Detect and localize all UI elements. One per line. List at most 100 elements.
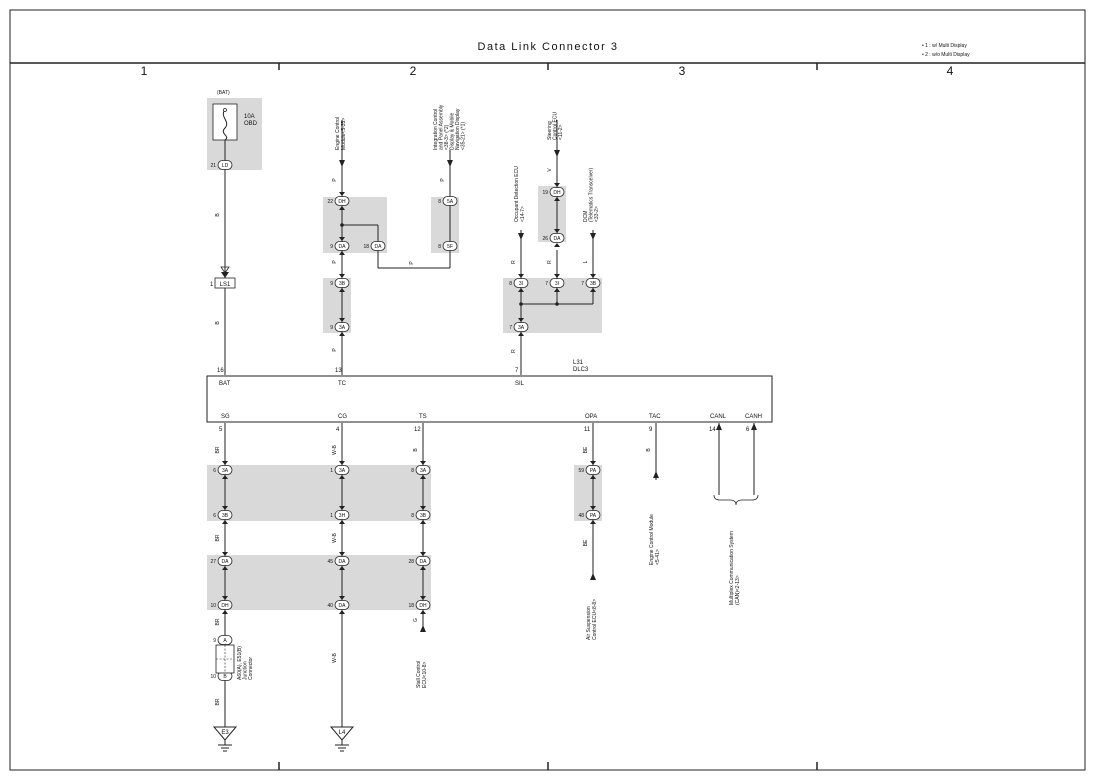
connector-pin: 5F8 [438,241,458,251]
connector-number: 7 [545,281,548,287]
svg-text:10A: 10A [244,114,255,120]
connector-code: PA [590,513,597,519]
connector-pin: 3A1 [330,461,350,479]
connector-code: DA [554,236,562,242]
connector-pin: 3I 7 [545,274,565,292]
svg-text:LS1: LS1 [220,282,231,288]
note-no-multi-display: • 2 : w/o Multi Display [922,52,970,58]
connector-code: 3A [518,325,525,331]
wire-color: L [583,260,589,263]
svg-text:DCM(Telematics Transceiver)<33: DCM(Telematics Transceiver)<33-2> [583,167,600,222]
svg-text:SteeringControl ECU<11-2>: SteeringControl ECU<11-2> [547,112,564,140]
wire-color: B [413,448,419,452]
connector-number: 9 [330,244,333,250]
svg-text:12: 12 [414,427,421,433]
connector-pin: B10 [210,671,233,681]
wire-color: BE [583,446,589,453]
connector-number: 8 [411,513,414,519]
connector-code: A [223,638,227,644]
connector-code: 3A [339,325,346,331]
column-1: 1 [141,64,148,78]
connector-code: 3A [339,468,346,474]
svg-text:CANL: CANL [710,414,727,420]
connector-pin: 3B9 [330,274,350,292]
connector-number: 8 [509,281,512,287]
connector-code: PA [590,468,597,474]
connector-number: 9 [213,638,216,644]
svg-text:CANH: CANH [745,414,762,420]
wire-color: BR [215,698,221,705]
bat-label: (BAT) [217,90,230,96]
svg-text:L31: L31 [573,360,584,366]
svg-text:6: 6 [746,427,750,433]
svg-text:TC: TC [338,381,347,387]
wire-color: R [511,260,517,264]
connector-number: 21 [210,163,216,169]
connector-number: 22 [327,199,333,205]
svg-text:5: 5 [219,427,223,433]
connector-number: 27 [210,559,216,565]
connector-pin: DA 9 [330,237,350,255]
connector-code: 3I [555,281,559,287]
connector-code: DA [339,244,347,250]
connector-code: 3A [420,468,427,474]
ground-l4: L4 [329,726,355,752]
connector-number: 8 [411,468,414,474]
svg-text:9: 9 [649,427,653,433]
svg-text:A60(A), E51(B)JunctionConnecto: A60(A), E51(B)JunctionConnector [237,646,254,680]
connector-code: 3B [222,513,229,519]
column-ruler: 1 2 3 4 [141,63,954,770]
connector-number: 8 [438,199,441,205]
svg-text:Occupant Detection ECU<14-7>: Occupant Detection ECU<14-7> [514,166,526,222]
connector-number: 6 [213,468,216,474]
connector-pin: 3A 8 [411,461,431,479]
connector-code: 3I [519,281,523,287]
svg-text:1: 1 [210,282,214,288]
wire-color: P [409,261,415,265]
connector-pin: 3B6 [213,506,233,524]
connector-code: DA [420,559,428,565]
svg-text:SG: SG [221,414,230,420]
connector-number: 9 [330,281,333,287]
connector-code: DH [221,603,229,609]
svg-text:Engine Control Module<5-41>: Engine Control Module<5-41> [649,514,661,565]
connector-number: 1 [330,513,333,519]
column-4: 4 [947,64,954,78]
svg-text:4: 4 [336,427,340,433]
connector-code: 3B [590,281,597,287]
wire-color: W-B [332,533,338,543]
connector-pin: DA 40 [327,596,350,614]
note-multi-display: • 1 : w/ Multi Display [922,43,967,49]
connector-number: 40 [327,603,333,609]
wire-color: B [646,448,652,452]
wire-color: BR [215,534,221,541]
wire-color: W-B [332,653,338,663]
connector-number: 10 [210,603,216,609]
connector-code: DH [419,603,427,609]
connector-number: 19 [542,190,548,196]
wire-color: P [332,178,338,182]
fuse-obd: (BAT) 10A OBD [212,90,258,141]
diagram-title: Data Link Connector 3 [478,41,619,53]
wire-color: BE [583,539,589,546]
signal-arrows [220,150,757,632]
wire-color: G [413,618,419,622]
svg-text:Integration Control and: Integration Control and Panel Assembly <… [433,103,467,150]
connector-code: DA [339,603,347,609]
svg-text:DLC3: DLC3 [573,367,589,373]
wire-color: B [215,213,221,217]
ground-e3: E3 [212,726,238,752]
connector-pin: 3A7 [509,318,529,336]
svg-text:BAT: BAT [219,381,231,387]
connector-pin: 5A8 [438,196,458,206]
connector-code: 3H [339,513,346,519]
svg-text:14: 14 [709,427,716,433]
